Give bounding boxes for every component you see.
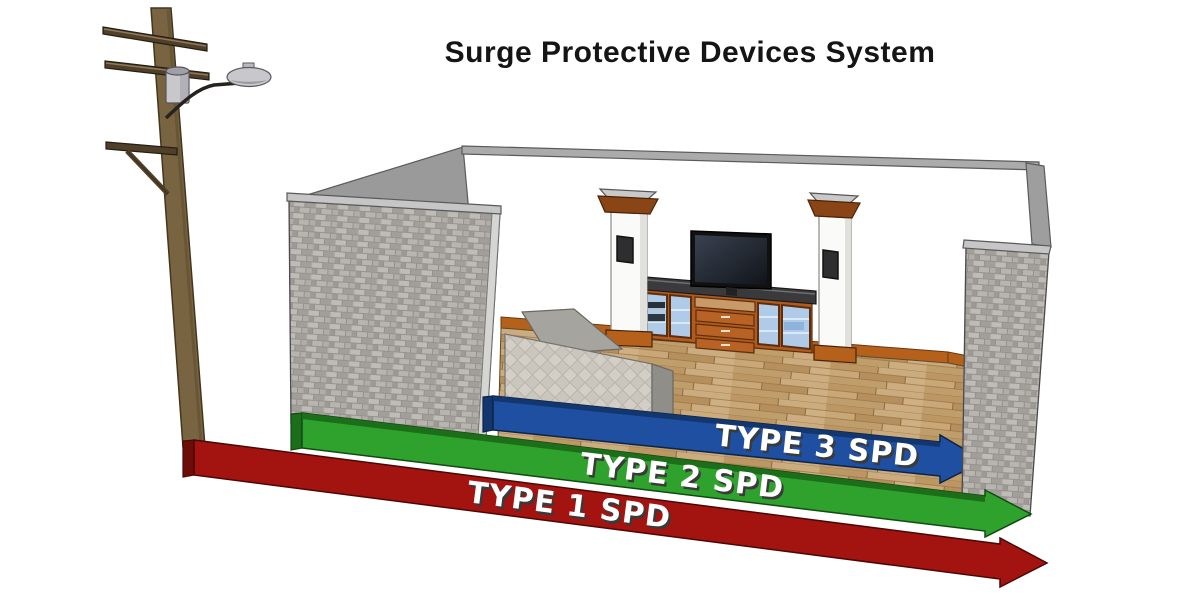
arrow-type3-top-face [493,396,940,447]
brick-face [961,246,1050,517]
pillar-shading [845,217,851,349]
media-console [633,275,817,354]
right-brick-wall [961,239,1052,517]
tv-screen [695,235,767,285]
wall-top-band [962,239,1052,255]
page-title: Surge Protective Devices System [444,36,936,69]
tv-stand [726,287,737,296]
brick-face [288,200,501,439]
pillar-cap-crown [597,195,659,215]
arrow-type2-body [301,412,1033,539]
speaker-pillar-left [597,188,659,348]
street-light-underside [231,80,267,84]
speaker-left [616,235,634,264]
arrow-type2-end-cap [290,412,303,451]
arrow-type1-end-cap [182,439,195,478]
wall-top-band [286,192,502,215]
left-brick-wall [286,192,502,439]
transformer [165,66,190,104]
glass-cabinet-right [757,301,811,351]
utility-pole [102,7,272,448]
arrow-type2-top-face [302,413,985,502]
arrow-type1-body [193,439,1049,589]
transformer-lid [165,66,190,76]
back-wall-top-edge [461,145,1040,171]
arrow-type3-end-cap [482,395,494,433]
crossarm-brace-edge [126,150,169,195]
crossarm-middle-highlight [105,62,209,76]
open-media-shelf [694,296,756,313]
av-equipment [648,302,665,310]
pillar-cap-crown [807,199,861,219]
right-wall-top-edge [1025,162,1052,248]
street-light [164,62,272,120]
drawer-handles [721,316,730,346]
speaker-pillar-right [807,192,861,364]
av-equipment [648,314,665,322]
speaker-right [822,249,839,280]
pillar-base [813,344,857,364]
crossarm-top-highlight [103,28,207,47]
entertainment-center [597,188,861,364]
crossarm-lower [105,141,178,156]
street-light-arm [164,81,241,120]
transformer-shading [180,72,189,102]
glass-reflection [784,322,804,330]
glass-shelf-lines [646,308,690,324]
glass-shelf-lines [759,316,809,334]
glass-cabinet-left [644,291,692,340]
drawer-stack [694,296,756,354]
tv [690,230,772,296]
pillar-shading [640,213,647,334]
